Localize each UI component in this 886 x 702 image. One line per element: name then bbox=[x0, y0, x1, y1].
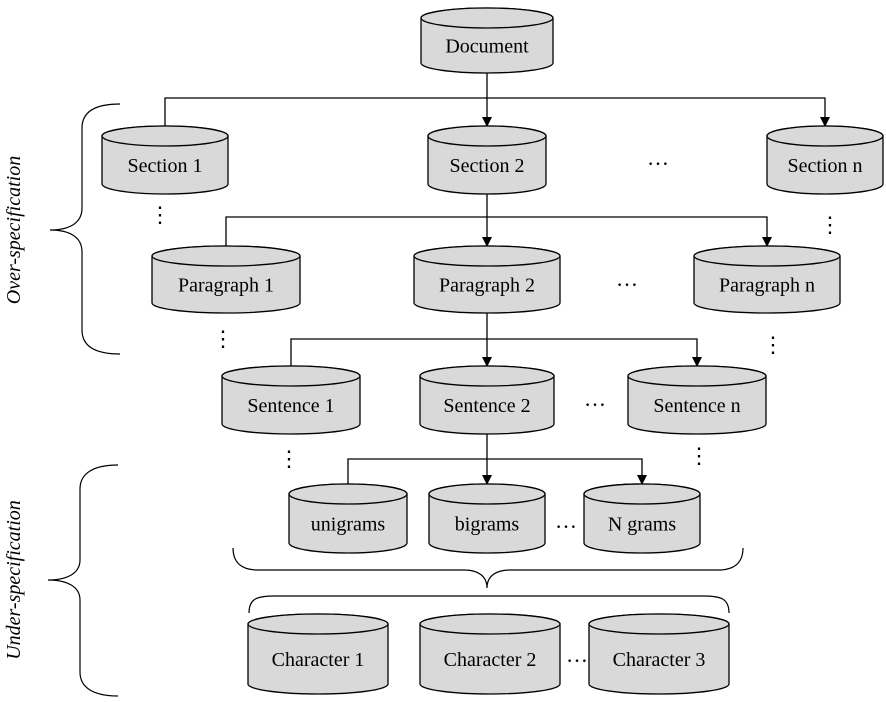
node-label-section-n: Section n bbox=[788, 155, 863, 177]
ellipses: … … … … … ⋮ ⋮ ⋮ ⋮ ⋮ ⋮ bbox=[149, 145, 841, 667]
node-label-character-3: Character 3 bbox=[613, 649, 706, 671]
cylinder-top bbox=[151, 245, 301, 267]
connector bbox=[290, 338, 702, 367]
cylinder-paragraph-n: Paragraph n bbox=[693, 245, 841, 314]
node-label-n-grams: N grams bbox=[608, 514, 677, 536]
cylinder-character-3: Character 3 bbox=[588, 613, 730, 695]
node-label-character-2: Character 2 bbox=[444, 649, 537, 671]
cylinder-character-1: Character 1 bbox=[247, 613, 389, 695]
cylinder-sentence-1: Sentence 1 bbox=[221, 365, 361, 435]
cylinder-top bbox=[247, 613, 389, 635]
cylinder-unigrams: unigrams bbox=[288, 483, 408, 554]
node-label-section-2: Section 2 bbox=[450, 155, 525, 177]
cylinder-top bbox=[420, 7, 554, 29]
vertical-ellipsis: ⋮ bbox=[762, 332, 784, 357]
cylinder-top bbox=[288, 483, 408, 505]
vertical-ellipsis: ⋮ bbox=[212, 326, 234, 351]
cylinder-top bbox=[583, 483, 701, 505]
node-label-character-1: Character 1 bbox=[272, 649, 365, 671]
ellipsis-paragraphs: … bbox=[616, 266, 638, 291]
cylinder-top bbox=[221, 365, 361, 387]
node-label-document: Document bbox=[445, 36, 529, 58]
vertical-ellipsis: ⋮ bbox=[278, 446, 300, 471]
cylinder-top bbox=[413, 245, 561, 267]
cylinder-section-n: Section n bbox=[766, 125, 884, 195]
vertical-ellipsis: ⋮ bbox=[819, 212, 841, 237]
ellipsis-ngrams: … bbox=[555, 508, 577, 533]
cylinder-n-grams: N grams bbox=[583, 483, 701, 554]
node-label-bigrams: bigrams bbox=[455, 514, 520, 536]
cylinder-section-1: Section 1 bbox=[101, 125, 229, 195]
cylinder-top bbox=[419, 365, 555, 387]
cylinder-top bbox=[693, 245, 841, 267]
node-label-unigrams: unigrams bbox=[311, 514, 386, 536]
cylinder-section-2: Section 2 bbox=[427, 125, 547, 195]
cylinder-character-2: Character 2 bbox=[419, 613, 561, 695]
cylinder-top bbox=[101, 125, 229, 147]
vertical-ellipsis: ⋮ bbox=[149, 202, 171, 227]
under-specification-label: Under-specification bbox=[3, 500, 25, 660]
under-specification-brace bbox=[47, 464, 119, 697]
ngrams-brace bbox=[232, 547, 744, 589]
connector bbox=[164, 97, 830, 127]
ellipsis-sentences: … bbox=[584, 386, 606, 411]
cylinder-sentence-2: Sentence 2 bbox=[419, 365, 555, 435]
cylinder-top bbox=[427, 125, 547, 147]
over-specification-brace bbox=[49, 103, 121, 355]
node-label-paragraph-2: Paragraph 2 bbox=[439, 275, 535, 297]
cylinder-top bbox=[627, 365, 767, 387]
ellipsis-characters: … bbox=[566, 642, 588, 667]
cylinder-bigrams: bigrams bbox=[428, 483, 546, 554]
node-label-section-1: Section 1 bbox=[128, 155, 203, 177]
cylinder-top bbox=[428, 483, 546, 505]
cylinder-document: Document bbox=[420, 7, 554, 74]
over-specification-label: Over-specification bbox=[3, 156, 25, 304]
cylinder-top bbox=[766, 125, 884, 147]
node-label-paragraph-n: Paragraph n bbox=[719, 275, 815, 297]
node-label-sentence-1: Sentence 1 bbox=[247, 395, 334, 417]
node-label-paragraph-1: Paragraph 1 bbox=[178, 275, 274, 297]
node-label-sentence-n: Sentence n bbox=[653, 395, 740, 417]
cylinder-top bbox=[588, 613, 730, 635]
ellipsis-sections: … bbox=[647, 145, 669, 170]
node-label-sentence-2: Sentence 2 bbox=[443, 395, 530, 417]
connector bbox=[347, 458, 647, 485]
braces bbox=[47, 103, 744, 697]
characters-arc bbox=[248, 595, 730, 614]
connectors bbox=[164, 73, 830, 485]
cylinder-sentence-n: Sentence n bbox=[627, 365, 767, 435]
cylinder-paragraph-2: Paragraph 2 bbox=[413, 245, 561, 314]
cylinder-top bbox=[419, 613, 561, 635]
vertical-ellipsis: ⋮ bbox=[688, 443, 710, 468]
cylinder-paragraph-1: Paragraph 1 bbox=[151, 245, 301, 314]
connector bbox=[225, 216, 772, 247]
